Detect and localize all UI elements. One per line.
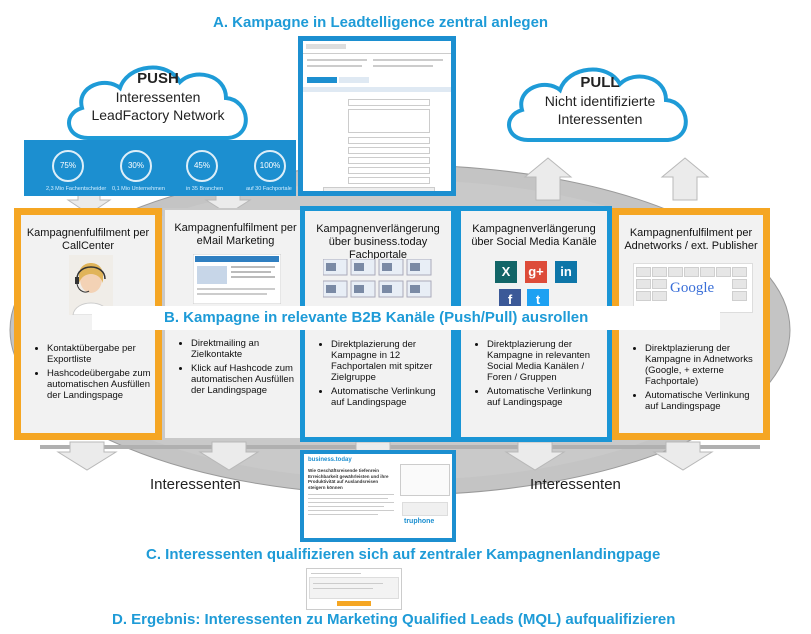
interessenten-left: Interessenten bbox=[150, 476, 241, 493]
bullet: Automatische Verlinkung auf Landingspage bbox=[487, 386, 603, 408]
push-cloud bbox=[67, 65, 248, 140]
campaign-setup-screenshot bbox=[298, 36, 456, 196]
bullet: Direktmailing an Zielkontakte bbox=[191, 338, 302, 360]
pull-cloud bbox=[507, 67, 688, 142]
pull-cloud-text: PULL Nicht identifizierte Interessenten bbox=[520, 74, 680, 128]
fachportale-thumbnails-icon bbox=[323, 259, 432, 298]
column-bullets: Kontaktübergabe per Exportliste Hashcode… bbox=[25, 343, 151, 404]
column-title: Kampagnenfulfilment per Adnetworks / ext… bbox=[624, 227, 758, 252]
mql-form-screenshot bbox=[306, 568, 402, 610]
column-bullets: Direktplazierung der Kampagne in Adnetwo… bbox=[623, 343, 759, 415]
stat-ring-2: 30% bbox=[120, 150, 152, 182]
stat-ring-4: 100% bbox=[254, 150, 286, 182]
stat-label-4: auf 30 Fachportale bbox=[246, 186, 292, 192]
column-title: Kampagnenverlängerung über Social Media … bbox=[471, 223, 597, 248]
bullet: Kontaktübergabe per Exportliste bbox=[47, 343, 151, 365]
step-b-banner: B. Kampagne in relevante B2B Kanäle (Pus… bbox=[92, 306, 720, 330]
bullet: Direktplazierung der Kampagne in Adnetwo… bbox=[645, 343, 759, 387]
email-newsletter-icon bbox=[193, 254, 281, 304]
column-title: Kampagnenfulfilment per CallCenter bbox=[26, 227, 150, 252]
column-bullets: Direktplazierung der Kampagne in 12 Fach… bbox=[309, 339, 447, 411]
google-logo: Google bbox=[670, 280, 715, 296]
step-b-title: B. Kampagne in relevante B2B Kanäle (Pus… bbox=[164, 309, 589, 326]
google-plus-icon: g+ bbox=[525, 261, 547, 283]
push-stats-banner: 75% 2,3 Mio Fachentscheider 30% 0,1 Mio … bbox=[24, 140, 296, 196]
step-d-title: D. Ergebnis: Interessenten zu Marketing … bbox=[112, 611, 676, 628]
twitter-icon: t bbox=[527, 289, 549, 311]
stat-label-2: 0,1 Mio Unternehmen bbox=[112, 186, 165, 192]
landing-brand: business.today bbox=[308, 457, 352, 463]
bottom-arrows bbox=[56, 441, 714, 471]
bullet: Klick auf Hashcode zum automatischen Aus… bbox=[191, 363, 302, 396]
step-a-title: A. Kampagne in Leadtelligence zentral an… bbox=[213, 14, 549, 31]
stat-ring-1: 75% bbox=[52, 150, 84, 182]
stat-label-3: in 35 Branchen bbox=[186, 186, 223, 192]
landing-headline: Wie Geschäftsreisende tiefenrein Erreich… bbox=[308, 468, 389, 490]
column-bullets: Direktmailing an Zielkontakte Klick auf … bbox=[169, 338, 302, 399]
push-line1: Interessenten bbox=[115, 89, 201, 105]
bullet: Automatische Verlinkung auf Landingspage bbox=[331, 386, 447, 408]
push-line2: LeadFactory Network bbox=[91, 107, 225, 123]
pull-line1: Nicht identifizierte bbox=[544, 93, 656, 109]
linkedin-icon: in bbox=[555, 261, 577, 283]
bullet: Automatische Verlinkung auf Landingspage bbox=[645, 390, 759, 412]
landing-partner-logo: truphone bbox=[404, 518, 435, 525]
column-title: Kampagnenverlängerung über business.toda… bbox=[316, 223, 440, 261]
pull-line2: Interessenten bbox=[557, 111, 643, 127]
column-bullets: Direktplazierung der Kampagne in relevan… bbox=[465, 339, 603, 411]
interessenten-right: Interessenten bbox=[530, 476, 621, 493]
push-title: PUSH bbox=[137, 70, 179, 87]
bullet: Hashcodeübergabe zum automatischen Ausfü… bbox=[47, 368, 151, 401]
pull-title: PULL bbox=[580, 74, 620, 91]
push-cloud-text: PUSH Interessenten LeadFactory Network bbox=[78, 70, 238, 124]
pull-arrows bbox=[523, 157, 710, 201]
xing-icon: X bbox=[495, 261, 517, 283]
facebook-icon: f bbox=[499, 289, 521, 311]
column-title: Kampagnenfulfilment per eMail Marketing bbox=[174, 222, 297, 247]
stat-label-1: 2,3 Mio Fachentscheider bbox=[46, 186, 107, 192]
bullet: Direktplazierung der Kampagne in relevan… bbox=[487, 339, 603, 383]
publisher-logos: Google bbox=[633, 263, 753, 313]
bullet: Direktplazierung der Kampagne in 12 Fach… bbox=[331, 339, 447, 383]
stat-ring-3: 45% bbox=[186, 150, 218, 182]
step-c-title: C. Interessenten qualifizieren sich auf … bbox=[146, 546, 661, 563]
landing-page-screenshot: business.today Wie Geschäftsreisende tie… bbox=[300, 450, 456, 542]
